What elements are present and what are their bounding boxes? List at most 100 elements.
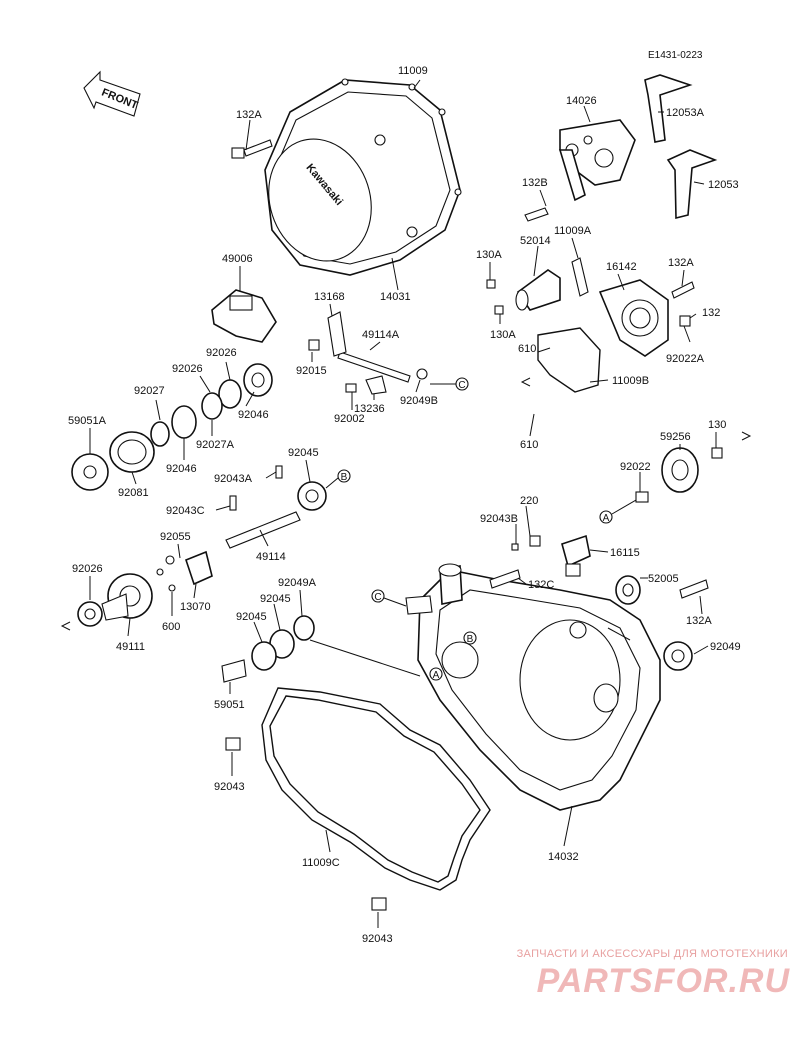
seal-52005 [615,575,641,605]
label-92043c: 92043C [166,505,205,517]
label-610: 610 [518,343,536,355]
svg-text:C: C [458,380,465,391]
label-610-b: 610 [520,439,538,451]
label-92046-a: 92046 [238,409,269,421]
label-92026-c: 92026 [72,563,103,575]
label-11009c: 11009C [302,857,340,869]
pump-cover-16142 [598,279,669,357]
ratchet-49006 [211,289,277,343]
label-92026-b: 92026 [172,363,203,375]
label-16115: 16115 [610,547,640,559]
impeller-59256 [661,447,699,493]
label-92015: 92015 [296,365,327,377]
label-92043b: 92043B [480,513,518,525]
shaft-49114a [308,311,428,395]
label-132c: 132C [528,579,554,591]
bearing-92045-a [297,481,327,511]
label-14026: 14026 [566,95,597,107]
label-13070: 13070 [180,601,211,613]
crankcase-cover-14032 [405,563,661,811]
label-13168: 13168 [314,291,345,303]
label-11009a: 11009A [554,225,592,237]
label-11009b: 11009B [612,375,649,387]
label-130: 130 [708,419,726,431]
label-92022a: 92022A [666,353,705,365]
label-16142: 16142 [606,261,637,273]
label-52014: 52014 [520,235,551,247]
label-92022: 92022 [620,461,651,473]
part-labels: 11009 132A 14031 14026 12053A 12053 132B… [68,65,741,945]
gasket-11009c [261,687,491,911]
label-49114: 49114 [256,551,286,563]
filler-cap-16115 [561,534,591,577]
ref-marker-b-mid: B [325,469,351,489]
bolt-132a-top [231,139,273,159]
svg-text:B: B [341,472,348,483]
stay-12053a [644,74,693,143]
label-92002: 92002 [334,413,365,425]
seal-92049 [663,641,693,671]
sprocket-59051a [71,453,109,491]
label-92081: 92081 [118,487,149,499]
label-92027a: 92027A [196,439,235,451]
label-12053: 12053 [708,179,739,191]
bracket-14026 [524,119,636,222]
front-arrow-icon: FRONT [83,70,141,117]
label-130a-2: 130A [490,329,516,341]
label-49114a: 49114A [362,329,400,341]
label-59256: 59256 [660,431,691,443]
bolts-right-top [486,279,723,503]
svg-text:A: A [603,513,610,524]
label-92045-b: 92045 [260,593,291,605]
watermark-logo: PARTSFOR.RU [536,962,790,1000]
leader-lines [89,79,717,928]
ref-marker-a-case: A [429,667,443,681]
hose-fitting-52014 [515,269,561,311]
label-49006: 49006 [222,253,253,265]
label-132a-r: 132A [668,257,694,269]
label-92049b: 92049B [400,395,438,407]
label-92043-b: 92043 [362,933,393,945]
watermark-tagline: ЗАПЧАСТИ И АКСЕССУАРЫ ДЛЯ МОТОТЕХНИКИ [516,948,788,960]
label-92049: 92049 [710,641,741,653]
label-130a: 130A [476,249,502,261]
ref-marker-b-case: B [463,631,477,645]
ref-marker-c-top: C [430,377,469,391]
label-600: 600 [162,621,180,633]
gear-stack [109,363,273,473]
label-52005: 52005 [648,573,679,585]
label-49111: 49111 [116,641,145,653]
bolts-lower-right [489,535,709,599]
arrow-icons [60,377,752,631]
label-14032: 14032 [548,851,579,863]
label-13236: 13236 [354,403,385,415]
label-12053a: 12053A [666,107,705,119]
ref-marker-a-right: A [599,499,637,524]
gasket-11009b [537,327,601,393]
svg-text:C: C [374,592,381,603]
gasket-11009a [571,257,589,297]
svg-text:B: B [467,634,474,645]
label-92026-a: 92026 [206,347,237,359]
label-132a-b: 132A [686,615,712,627]
label-132: 132 [702,307,720,319]
label-92043a: 92043A [214,473,253,485]
label-92045-a: 92045 [288,447,319,459]
label-92055: 92055 [160,531,191,543]
diagram-code: E1431-0223 [648,50,703,61]
label-11009: 11009 [398,65,428,77]
label-92049a: 92049A [278,577,317,589]
gear-49111 [77,550,213,627]
label-59051: 59051 [214,699,245,711]
label-132b: 132B [522,177,548,189]
label-132a: 132A [236,109,262,121]
label-59051a: 59051A [68,415,107,427]
ref-marker-c-left: C [371,589,407,607]
shaft-49114 [225,465,301,549]
label-92043-a: 92043 [214,781,245,793]
label-14031: 14031 [380,291,411,303]
svg-text:A: A [433,670,440,681]
stay-12053 [666,149,718,220]
label-92045-c: 92045 [236,611,267,623]
